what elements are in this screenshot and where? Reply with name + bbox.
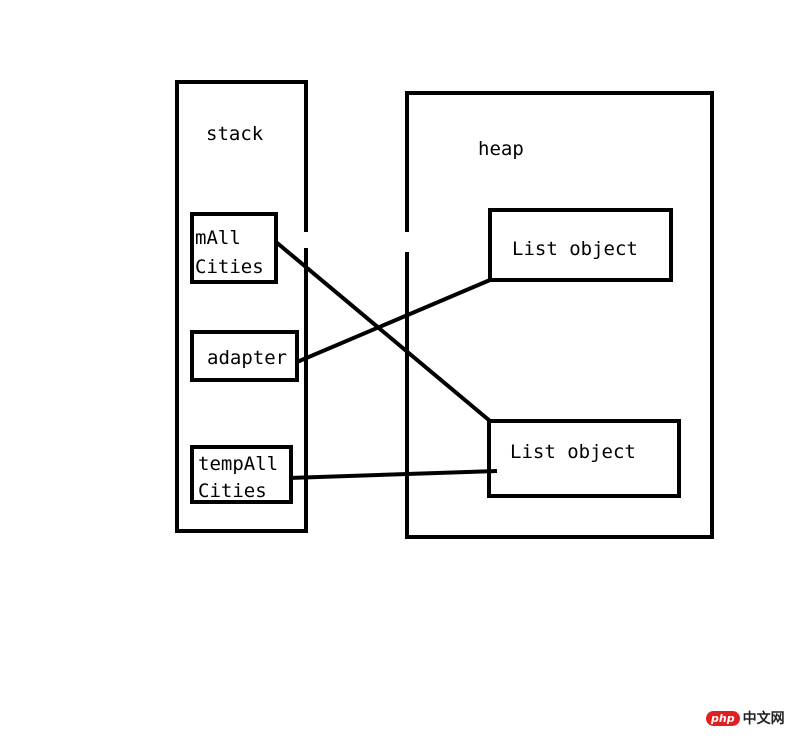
heap-object-label: List object (512, 238, 638, 260)
heap-region-box (405, 91, 714, 539)
var-label: mAll (195, 227, 241, 249)
reference-arrow-adapter (296, 278, 491, 364)
var-box-mallcities (190, 212, 278, 284)
var-label: Cities (198, 480, 267, 502)
var-label: adapter (207, 347, 287, 369)
heap-label: heap (478, 138, 524, 160)
reference-arrow-tempallcities (288, 469, 498, 480)
stack-label: stack (206, 123, 264, 145)
reference-arrow-mallcities (274, 240, 492, 423)
watermark-logo: php 中文网 (706, 708, 785, 728)
var-box-adapter (190, 330, 299, 382)
var-label: Cities (195, 256, 264, 278)
watermark-site: 中文网 (742, 711, 785, 727)
heap-object-box-1 (488, 208, 673, 282)
watermark-brand: php (706, 710, 740, 726)
heap-object-box-2 (487, 419, 681, 498)
var-box-tempallcities (190, 445, 293, 504)
var-label: tempAll (198, 453, 278, 475)
heap-object-label: List object (510, 441, 636, 463)
stack-region-box (175, 80, 308, 533)
